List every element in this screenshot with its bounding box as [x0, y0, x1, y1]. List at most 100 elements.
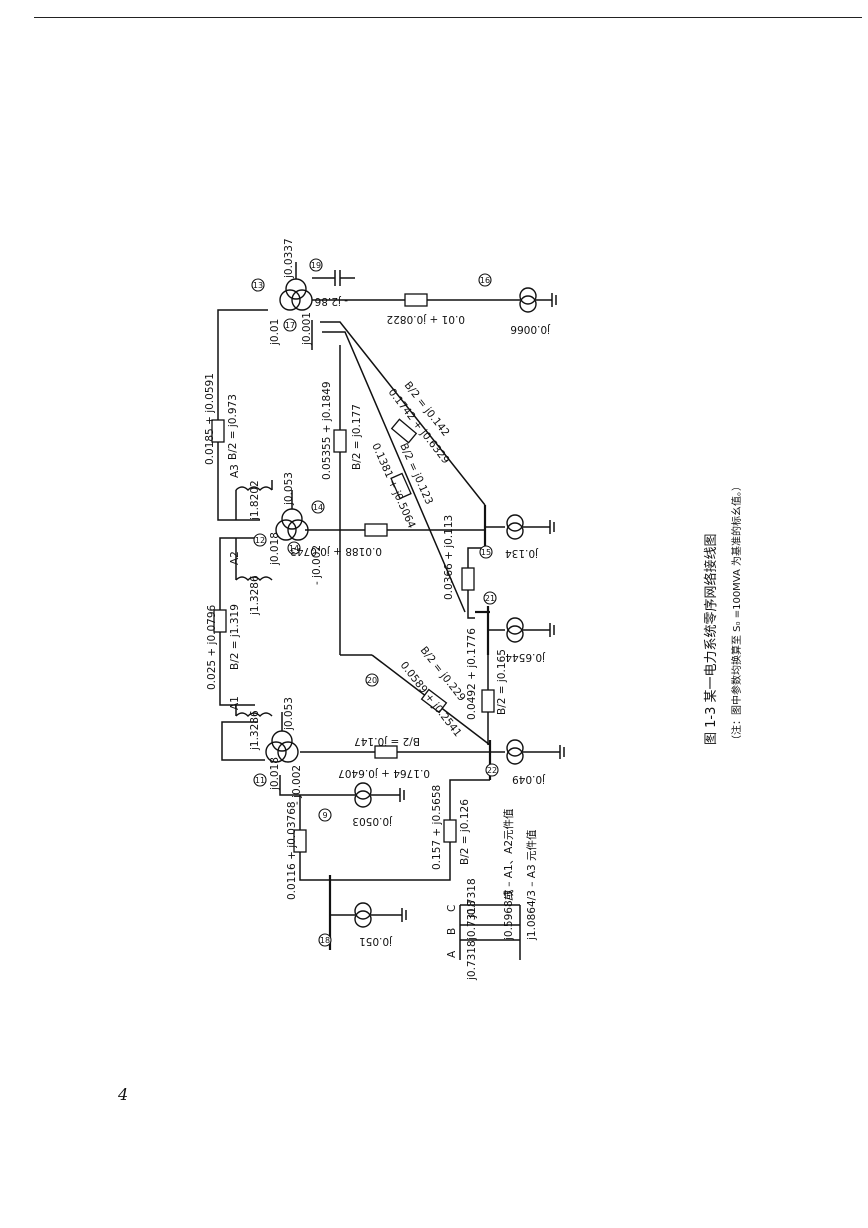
label-cap19: - j2.86	[314, 295, 348, 307]
svg-text:22: 22	[487, 766, 497, 775]
label-g22: j0.049	[512, 773, 546, 785]
svg-text:11: 11	[255, 776, 265, 785]
label-special-note1: j0.5968/3 – A1、A2元件值	[502, 808, 515, 941]
label-g18: j0.051	[359, 935, 393, 947]
label-l13-shunt: B/2 = j0.973	[227, 394, 239, 460]
impedance-13-a3	[211, 419, 225, 443]
impedance-12-a2	[213, 609, 227, 633]
node-11: 11	[253, 773, 267, 787]
label-l11-22-shunt: B/2 = j0.147	[354, 735, 420, 747]
impedance-20-22	[420, 688, 448, 714]
label-t11-x2: - j0.002	[291, 765, 303, 805]
reactor-a1	[235, 705, 273, 718]
label-a3: A3	[229, 464, 241, 478]
svg-text:18: 18	[320, 936, 330, 945]
reactor-a2	[235, 538, 273, 582]
node-21: 21	[483, 591, 497, 605]
label-l18-22-impedance: 0.157 + j0.5658	[431, 785, 443, 870]
label-a2-value: j1.3286	[249, 575, 261, 616]
svg-text:12: 12	[255, 536, 265, 545]
label-a1: A1	[229, 696, 241, 710]
label-l9-18: 0.0116 + j0.03768	[286, 801, 298, 900]
svg-text:19: 19	[311, 261, 321, 270]
caption-title: 图 1-3 某一电力系统零序网络接线图	[703, 534, 719, 746]
label-t17-x2: j0.001	[301, 312, 313, 346]
node-9: 9	[318, 808, 332, 822]
generator-16	[510, 287, 557, 313]
label-g15: j0.134	[505, 547, 539, 559]
impedance-17-21a	[390, 418, 418, 444]
impedance-11-22	[374, 745, 398, 759]
node-22: 22	[485, 763, 499, 777]
label-special-elem-3: j0.7318	[466, 878, 478, 919]
label-l18-22-shunt: B/2 = j0.126	[459, 799, 471, 865]
svg-text:14: 14	[313, 503, 323, 512]
svg-text:9: 9	[322, 811, 327, 820]
generator-22	[506, 739, 565, 765]
impedances	[211, 293, 495, 853]
svg-text:14: 14	[289, 544, 299, 553]
impedance-17-16	[404, 293, 428, 307]
label-g16: j0.0066	[510, 323, 551, 335]
wire-17-15-diag	[320, 321, 486, 506]
label-l17-16: 0.01 + j0.0822	[386, 313, 465, 325]
label-a1-value: j1.3286	[249, 710, 261, 751]
trunk-wire-bottom	[221, 721, 265, 761]
impedance-17-14	[333, 429, 347, 453]
impedance-21-22	[481, 689, 495, 713]
label-l13-impedance: 0.0185 + j0.0591	[204, 373, 216, 465]
label-l17-14-shunt: B/2 = j0.177	[351, 404, 363, 470]
label-l17-14-impedance: 0.05355 + j0.1849	[321, 381, 333, 480]
label-l11-22-impedance: 0.1764 + j0.6407	[338, 767, 430, 779]
node-14b: 14	[287, 541, 301, 555]
special-element	[459, 904, 521, 960]
label-phase-a: A	[446, 950, 458, 958]
label-g21: j0.6544	[505, 651, 546, 663]
label-t11-x1: j0.018	[269, 757, 281, 791]
svg-text:13: 13	[253, 281, 263, 290]
label-t14-x2: - j0.002	[311, 545, 323, 585]
label-t14-x1: j0.018	[269, 532, 281, 566]
capacitor-19	[334, 270, 355, 286]
generator-15	[506, 514, 555, 540]
label-l12-impedance: 0.025 + j0.0796	[206, 604, 218, 690]
node-13: 13	[251, 278, 265, 292]
label-a3-value: j1.8202	[249, 480, 261, 521]
node-12: 12	[253, 533, 267, 547]
impedance-17-21b	[390, 472, 412, 500]
label-special-or: 或	[503, 889, 515, 900]
page-number: 4	[118, 1085, 129, 1104]
label-special-elem-1: j0.7318	[466, 940, 478, 981]
label-t11-x3: j0.053	[283, 697, 295, 731]
label-l21-g: 0.0366 + j0.113	[443, 515, 455, 600]
node-15: 15	[479, 545, 493, 559]
label-special-elem-2: j0.7318	[466, 900, 478, 941]
svg-text:17: 17	[285, 321, 295, 330]
label-phase-c: C	[446, 905, 458, 912]
label-t17-x1: j0.01	[269, 319, 281, 346]
generator-21	[506, 617, 555, 643]
label-t14-x3: j0.053	[283, 472, 295, 506]
label-l14-g1: 0.0188 + j0.0743	[290, 545, 382, 557]
label-l21-22-shunt: B/2 = j0.165	[496, 649, 508, 715]
generator-18	[354, 902, 407, 928]
node-16: 16	[478, 273, 492, 287]
node-20: 20	[365, 673, 379, 687]
transformer-14	[275, 490, 309, 541]
transformer-17	[279, 262, 313, 311]
svg-text:20: 20	[367, 676, 377, 685]
label-a2: A2	[229, 551, 241, 565]
label-g9: j0.0503	[352, 815, 393, 827]
impedance-18-22	[443, 819, 457, 843]
caption-note: （注：图中参数均换算至 S₀ =100MVA 为基准的标幺值。）	[730, 481, 743, 745]
impedance-14-15	[364, 523, 388, 537]
label-phase-b: B	[446, 928, 458, 935]
node-14: 14	[311, 500, 325, 514]
svg-text:15: 15	[481, 548, 491, 557]
label-l20-22-impedance: 0.0589 + j0.2541	[398, 659, 464, 739]
impedance-9-18	[293, 829, 307, 853]
impedance-15-21	[461, 567, 475, 591]
wire-9-18	[299, 795, 330, 881]
generator-9	[354, 782, 405, 808]
